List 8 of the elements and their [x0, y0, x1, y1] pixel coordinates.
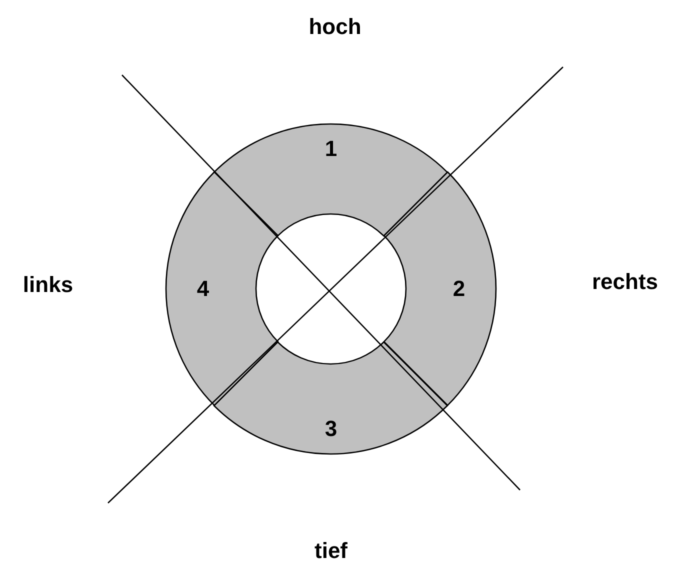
segment-number: 3	[324, 416, 338, 442]
direction-label: hoch	[308, 14, 362, 40]
direction-label: tief	[314, 538, 348, 564]
segment-number: 1	[324, 136, 338, 162]
direction-label: links	[22, 272, 74, 298]
segment-number: 4	[196, 276, 210, 302]
segment-number: 2	[452, 276, 466, 302]
direction-label: rechts	[592, 269, 658, 295]
